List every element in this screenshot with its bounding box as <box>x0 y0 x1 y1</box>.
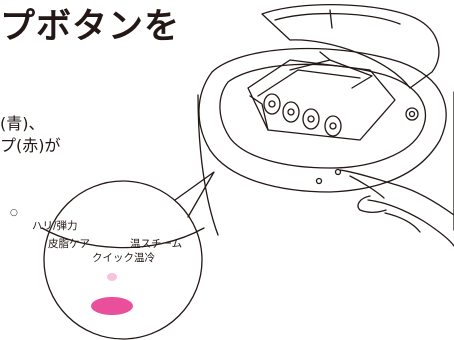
rim-button-1 <box>315 177 323 185</box>
zoom-callout-pointer <box>174 171 215 218</box>
battery-3 <box>302 108 320 130</box>
lamp-lit-indicator <box>91 297 133 315</box>
zoom-circle <box>43 180 203 340</box>
rim-button-2 <box>334 168 342 176</box>
control-panel-arc <box>41 227 205 249</box>
lamp-light-indicator <box>107 273 117 281</box>
label-hari: ハリ/弾力 <box>32 220 78 232</box>
heading-text: プボタンを <box>0 7 181 47</box>
body-line-1: (青)、 <box>0 114 45 133</box>
device-body-outline <box>197 94 219 236</box>
battery-2 <box>282 101 300 123</box>
finger-hand <box>339 169 454 216</box>
screw <box>405 107 419 121</box>
device-rim <box>198 47 447 193</box>
label-hishi: 皮脂ケア <box>48 238 90 250</box>
battery-1 <box>263 93 281 115</box>
bullet-mark: ○ <box>10 208 18 218</box>
label-onsteam: 温スチーム <box>130 238 183 250</box>
battery-4 <box>324 115 342 137</box>
body-line-2: プ(赤)が <box>0 136 61 155</box>
open-lid <box>261 3 440 89</box>
label-quick: クイック温冷 <box>92 252 155 264</box>
